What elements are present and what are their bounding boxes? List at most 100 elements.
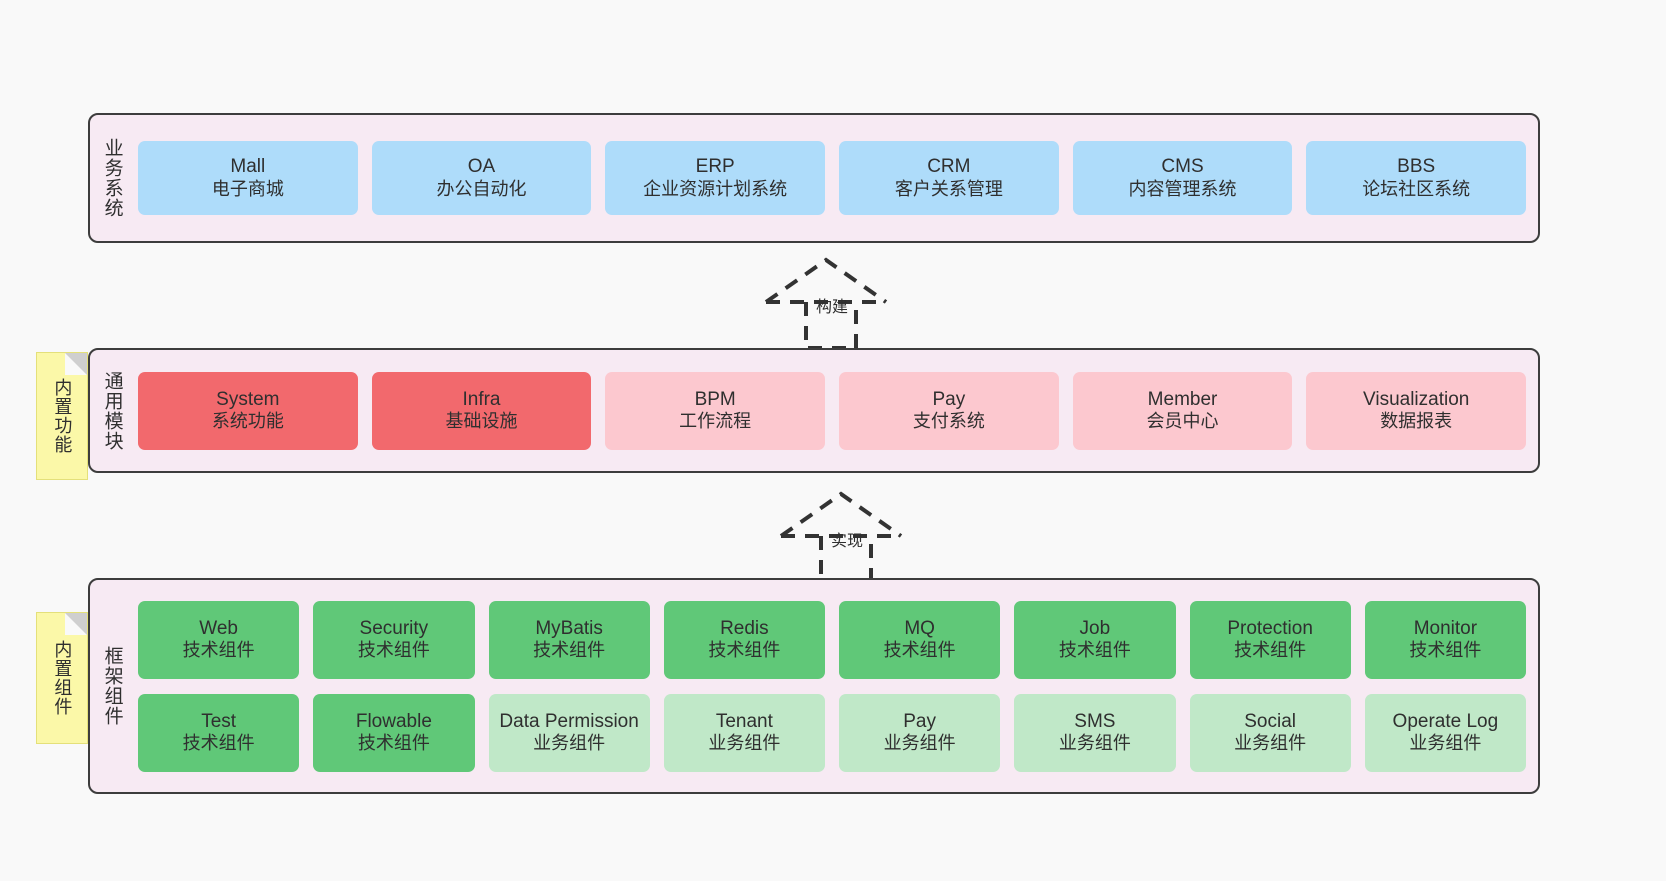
layer-framework-component: 框架组件 Web 技术组件 Security 技术组件 MyBatis 技术组件… [88,578,1540,794]
card-subtitle: 电子商城 [211,178,284,199]
note-fold-corner-icon [65,353,87,375]
card-title: Redis [720,617,769,639]
card-bbs[interactable]: BBS 论坛社区系统 [1306,141,1527,215]
card-member[interactable]: Member 会员中心 [1072,371,1293,450]
generalization-arrow-icon [764,257,888,350]
card-title: Tenant [715,710,773,732]
note-text: 内置组件 [52,640,73,716]
card-row: Mall 电子商城 OA 办公自动化 ERP 企业资源计划系统 CRM 客户关系… [138,141,1527,215]
card-title: System [216,388,280,410]
card-subtitle: 技术组件 [1058,640,1131,661]
card-title: Security [359,617,429,639]
card-title: MyBatis [535,617,603,639]
layer-title-common-module: 通用模块 [101,370,123,451]
card-title: Job [1079,617,1111,639]
card-mall[interactable]: Mall 电子商城 [138,141,358,215]
card-crm[interactable]: CRM 客户关系管理 [839,141,1059,215]
card-protection[interactable]: Protection 技术组件 [1189,600,1351,679]
card-subtitle: 技术组件 [533,640,606,661]
card-subtitle: 技术组件 [883,640,956,661]
note-text: 内置功能 [52,378,73,454]
connector-implement: 实现 [765,486,945,596]
card-subtitle: 技术组件 [1409,640,1482,661]
card-row: Web 技术组件 Security 技术组件 MyBatis 技术组件 Redi… [138,600,1526,679]
card-subtitle: 技术组件 [182,733,255,754]
connector-label: 构建 [816,299,849,316]
card-subtitle: 业务组件 [1409,733,1482,754]
card-title: CMS [1161,156,1204,178]
card-subtitle: 基础设施 [445,411,518,432]
card-oa[interactable]: OA 办公自动化 [371,141,592,215]
card-title: BBS [1397,156,1436,178]
note-builtin-component: 内置组件 [36,612,88,744]
card-subtitle: 企业资源计划系统 [643,178,788,199]
card-system[interactable]: System 系统功能 [138,371,358,450]
layer-body-business-system: Mall 电子商城 OA 办公自动化 ERP 企业资源计划系统 CRM 客户关系… [134,115,1538,241]
card-subtitle: 客户关系管理 [894,178,1003,199]
card-flowable[interactable]: Flowable 技术组件 [313,693,475,772]
card-tenant[interactable]: Tenant 业务组件 [663,693,825,772]
card-sms[interactable]: SMS 业务组件 [1014,693,1176,772]
card-pay[interactable]: Pay 支付系统 [839,371,1059,450]
card-subtitle: 会员中心 [1146,411,1219,432]
card-mq[interactable]: MQ 技术组件 [839,600,1001,679]
card-subtitle: 内容管理系统 [1128,178,1237,199]
card-title: Pay [903,710,936,732]
card-erp[interactable]: ERP 企业资源计划系统 [605,141,826,215]
card-social[interactable]: Social 业务组件 [1189,693,1351,772]
card-test[interactable]: Test 技术组件 [138,693,300,772]
card-subtitle: 业务组件 [708,733,781,754]
card-job[interactable]: Job 技术组件 [1014,600,1176,679]
card-subtitle: 论坛社区系统 [1362,178,1471,199]
card-data-permission[interactable]: Data Permission 业务组件 [488,693,650,772]
card-title: Member [1147,388,1218,410]
card-title: OA [467,156,496,178]
note-fold-corner-icon [65,613,87,635]
note-builtin-function: 内置功能 [36,352,88,480]
card-web[interactable]: Web 技术组件 [138,600,300,679]
card-title: MQ [904,617,935,639]
card-operate-log[interactable]: Operate Log 业务组件 [1364,693,1526,772]
generalization-arrow-icon [779,491,903,584]
card-subtitle: 业务组件 [883,733,956,754]
connector-build: 构建 [750,252,930,362]
card-security[interactable]: Security 技术组件 [313,600,475,679]
layer-business-system: 业务系统 Mall 电子商城 OA 办公自动化 ERP 企业资源计划系统 CRM… [88,113,1540,243]
card-pay-component[interactable]: Pay 业务组件 [839,693,1001,772]
card-subtitle: 系统功能 [211,411,284,432]
card-title: Infra [462,388,501,410]
card-row: System 系统功能 Infra 基础设施 BPM 工作流程 Pay 支付系统… [138,371,1527,450]
card-title: BPM [694,388,736,410]
card-title: Web [199,617,238,639]
layer-body-common-module: System 系统功能 Infra 基础设施 BPM 工作流程 Pay 支付系统… [134,350,1538,471]
card-monitor[interactable]: Monitor 技术组件 [1364,600,1526,679]
card-subtitle: 办公自动化 [436,178,527,199]
card-title: Operate Log [1392,710,1499,732]
card-visualization[interactable]: Visualization 数据报表 [1306,371,1527,450]
card-subtitle: 技术组件 [1234,640,1307,661]
layer-common-module: 通用模块 System 系统功能 Infra 基础设施 BPM 工作流程 Pay… [88,348,1540,473]
card-title: Monitor [1413,617,1478,639]
card-cms[interactable]: CMS 内容管理系统 [1072,141,1293,215]
card-subtitle: 数据报表 [1380,411,1453,432]
card-title: CRM [927,156,971,178]
card-title: Visualization [1363,388,1470,410]
card-mybatis[interactable]: MyBatis 技术组件 [488,600,650,679]
layer-body-framework-component: Web 技术组件 Security 技术组件 MyBatis 技术组件 Redi… [134,580,1538,792]
card-subtitle: 业务组件 [1058,733,1131,754]
layer-title-business-system: 业务系统 [101,138,123,218]
card-subtitle: 业务组件 [1234,733,1307,754]
connector-label: 实现 [831,533,864,550]
card-subtitle: 支付系统 [912,411,985,432]
layer-title-framework-component: 框架组件 [101,646,123,726]
card-row: Test 技术组件 Flowable 技术组件 Data Permission … [138,693,1526,772]
card-subtitle: 技术组件 [357,733,430,754]
card-bpm[interactable]: BPM 工作流程 [605,371,826,450]
card-title: Data Permission [499,710,639,732]
card-infra[interactable]: Infra 基础设施 [371,371,592,450]
card-title: Protection [1227,617,1313,639]
card-redis[interactable]: Redis 技术组件 [663,600,825,679]
card-title: Pay [932,388,966,410]
card-title: ERP [695,156,735,178]
